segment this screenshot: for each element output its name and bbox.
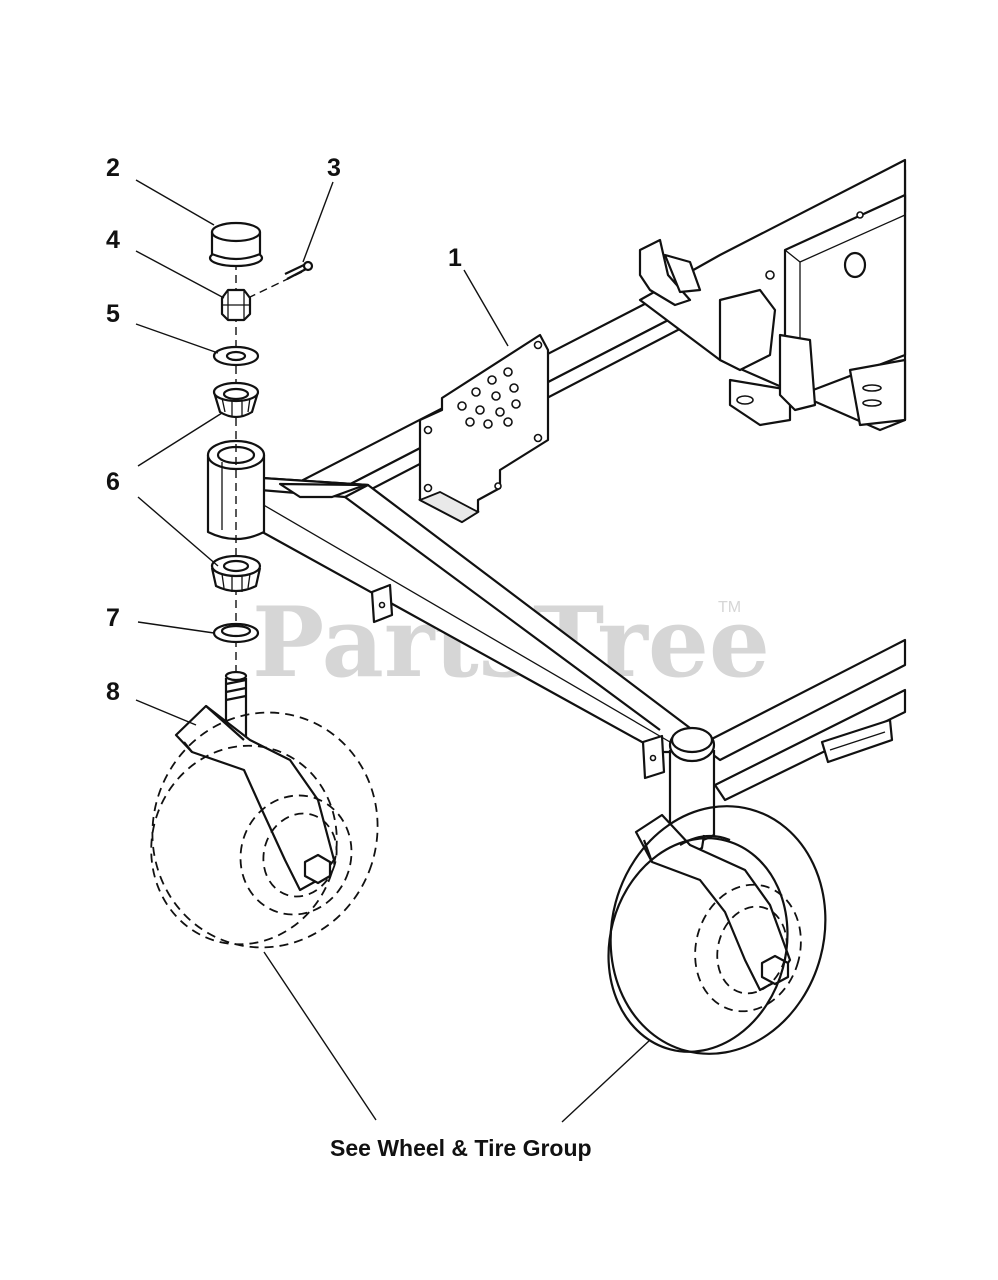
cotter-pin-axis: [247, 271, 303, 299]
castle-nut: [220, 288, 252, 322]
lower-bearing: [210, 554, 262, 593]
flat-washer: [212, 345, 260, 367]
right-caster-fork: [634, 813, 792, 992]
callout-4: 4: [106, 226, 120, 254]
wheel-tire-reference: See Wheel & Tire Group: [330, 1135, 592, 1161]
callout-7: 7: [106, 604, 120, 632]
callout-1: 1: [448, 244, 462, 272]
mounting-plate: [417, 333, 550, 524]
dust-cap: [208, 221, 264, 268]
left-wheel: [150, 711, 379, 949]
callout-3: 3: [327, 154, 341, 182]
callout-8: 8: [106, 678, 120, 706]
callout-5: 5: [106, 300, 120, 328]
caster-fork: [174, 670, 336, 892]
frame-front-rail: [234, 476, 692, 780]
leader-lines: [135, 179, 651, 1123]
cotter-pin: [284, 260, 314, 280]
right-wheel: [607, 805, 827, 1055]
bearing-seal: [212, 622, 260, 644]
upper-bearing: [212, 381, 260, 419]
callout-2: 2: [106, 154, 120, 182]
rear-deck-bracket: [638, 158, 907, 432]
callout-6: 6: [106, 468, 120, 496]
frame-right-rail: [698, 638, 907, 802]
watermark-trademark: TM: [718, 599, 741, 616]
